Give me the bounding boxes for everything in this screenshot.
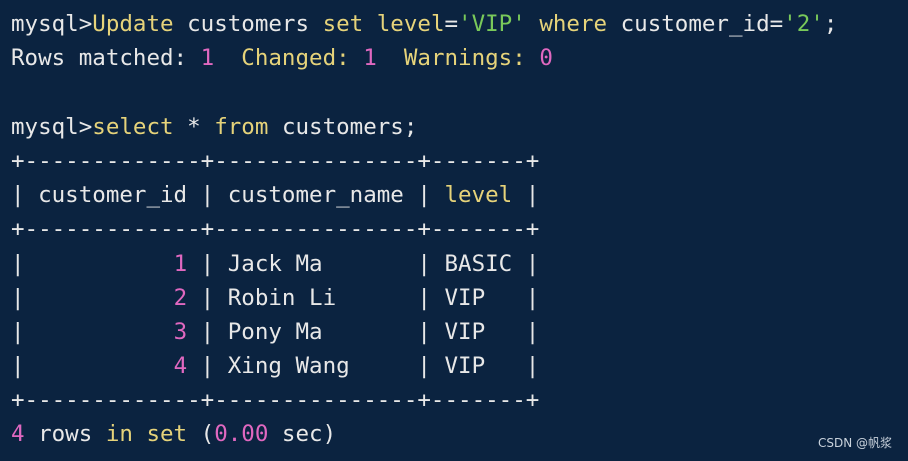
keyword-update: Update — [92, 11, 174, 37]
header-customer-name: customer_name — [227, 182, 404, 208]
rows-matched-label: Rows matched: — [11, 45, 188, 71]
cell-id: 1 — [173, 251, 188, 277]
header-level: level — [444, 182, 513, 208]
cell-level: VIP — [444, 285, 486, 311]
rows-word: rows — [38, 421, 93, 447]
cell-name: Pony Ma — [227, 319, 323, 345]
keyword-set: set — [322, 11, 364, 37]
table-row: | 1 | Jack Ma | BASIC | — [11, 251, 540, 277]
cell-id: 2 — [173, 285, 188, 311]
warnings-label: Warnings: — [403, 45, 526, 71]
query-time: (0.00 sec) — [200, 421, 337, 447]
keyword-in: in — [105, 421, 133, 447]
keyword-where: where — [539, 11, 608, 37]
column-customer-id: customer_id — [620, 11, 770, 37]
row-count: 4 — [11, 421, 25, 447]
cell-level: VIP — [444, 319, 486, 345]
cell-name: Jack Ma — [227, 251, 323, 277]
table-border-top: +-------------+---------------+-------+ — [11, 148, 540, 174]
semicolon: ; — [823, 11, 838, 37]
string-id-value: '2' — [783, 11, 824, 37]
changed-value: 1 — [363, 45, 377, 71]
mysql-prompt: mysql> — [11, 114, 93, 140]
table-row: | 2 | Robin Li | VIP | — [11, 285, 540, 311]
star: * — [187, 114, 201, 140]
keyword-select: select — [92, 114, 174, 140]
table-header-row: | customer_id | customer_name | level | — [11, 182, 540, 208]
table-border-bottom: +-------------+---------------+-------+ — [11, 387, 540, 413]
cell-id: 3 — [173, 319, 188, 345]
table-row: | 4 | Xing Wang | VIP | — [11, 353, 540, 379]
rows-matched-value: 1 — [200, 45, 215, 71]
table-name: customers; — [281, 114, 418, 140]
header-customer-id: customer_id — [38, 182, 188, 208]
update-result-line: Rows matched: 1 Changed: 1 Warnings: 0 — [11, 41, 553, 75]
mysql-prompt: mysql> — [11, 11, 93, 37]
equals-sign: = — [769, 11, 784, 37]
cell-name: Xing Wang — [227, 353, 350, 379]
update-command-line: mysql>Update customers set level='VIP' w… — [11, 7, 837, 41]
cell-level: BASIC — [444, 251, 513, 277]
watermark-text: CSDN @帆浆 — [817, 436, 892, 450]
warnings-value: 0 — [539, 45, 553, 71]
cell-level: VIP — [444, 353, 486, 379]
equals-sign: = — [444, 11, 459, 37]
cell-name: Robin Li — [227, 285, 337, 311]
query-footer-line: 4 rows in set (0.00 sec) — [11, 417, 336, 451]
table-name: customers — [187, 11, 310, 37]
keyword-set: set — [146, 421, 188, 447]
select-command-line: mysql>select * from customers; — [11, 110, 417, 144]
table-border-mid: +-------------+---------------+-------+ — [11, 216, 540, 242]
column-level: level — [376, 11, 445, 37]
table-row: | 3 | Pony Ma | VIP | — [11, 319, 540, 345]
string-vip: 'VIP' — [458, 11, 526, 37]
keyword-from: from — [214, 114, 269, 140]
changed-label: Changed: — [241, 45, 350, 71]
cell-id: 4 — [173, 353, 188, 379]
